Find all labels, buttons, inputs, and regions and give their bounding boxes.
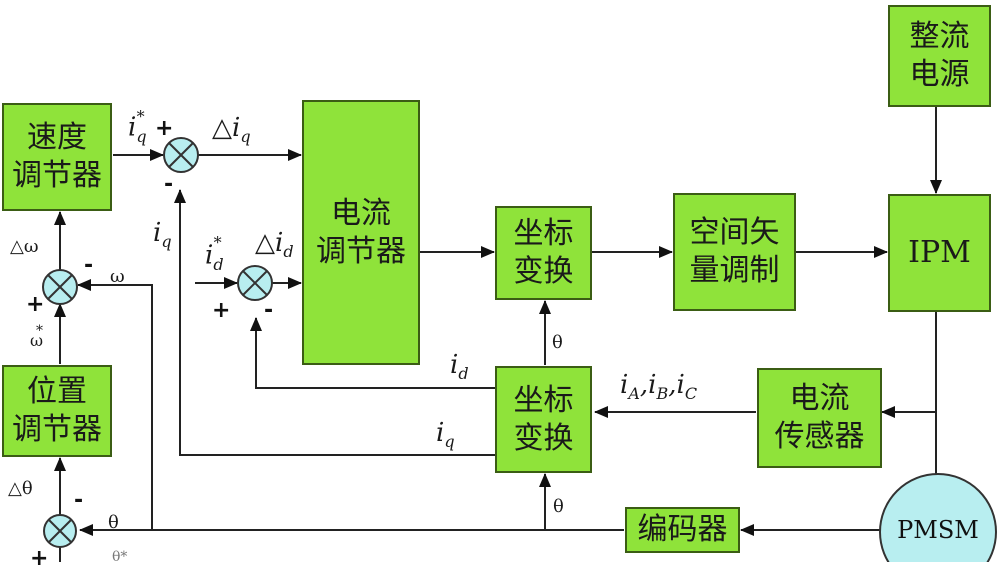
iq-feedback-label: iq <box>153 218 172 252</box>
current-regulator-label: 电流 调节器 <box>316 195 406 269</box>
position-regulator-block: 位置 调节器 <box>2 365 112 457</box>
sum1-minus-sign: - <box>164 172 174 197</box>
sum2-plus-sign: + <box>212 298 231 323</box>
edge-iq-feedback <box>174 189 496 456</box>
summing-junction-4 <box>43 514 77 548</box>
ipm-label: IPM <box>908 235 971 270</box>
coordinate-transform-top-block: 坐标 变换 <box>495 206 592 300</box>
theta-top-label: θ <box>552 332 563 353</box>
iq-ref-label: iq* <box>128 107 147 146</box>
sum4-minus-sign: - <box>74 488 84 513</box>
summing-junction-2 <box>237 265 273 301</box>
iq-output-label: iq <box>436 418 455 452</box>
theta-ref-label: θ* <box>112 549 128 565</box>
current-sensor-block: 电流 传感器 <box>757 368 882 468</box>
rectifier-block: 整流 电源 <box>888 5 991 107</box>
svpwm-label: 空间矢 量调制 <box>689 215 780 288</box>
theta-feedback-label: θ <box>108 512 119 533</box>
delta-id-label: △id <box>255 228 294 262</box>
omega-ref-star: * <box>36 323 43 339</box>
sum4-plus-sign: + <box>30 546 49 571</box>
coordinate-transform-bottom-block: 坐标 变换 <box>495 366 592 473</box>
summing-junction-3 <box>42 269 78 305</box>
delta-iq-label: △iq <box>212 113 251 147</box>
delta-theta-label: △θ <box>8 478 33 499</box>
id-ref-label: id* <box>205 233 224 274</box>
id-output-label: id <box>450 350 469 384</box>
speed-regulator-label: 速度 调节器 <box>12 120 102 193</box>
edge-id-feedback <box>250 317 496 389</box>
current-sensor-label: 电流 传感器 <box>774 381 865 454</box>
ipm-block: IPM <box>888 194 991 312</box>
coordinate-transform-bottom-label: 坐标 变换 <box>513 382 574 456</box>
sum1-plus-sign: + <box>155 116 174 141</box>
pmsm-motor <box>879 473 997 562</box>
svpwm-block: 空间矢 量调制 <box>673 193 796 311</box>
coordinate-transform-top-label: 坐标 变换 <box>513 216 574 289</box>
sum3-plus-sign: + <box>26 292 45 317</box>
delta-omega-label: △ω <box>10 236 39 257</box>
pmsm-label: PMSM <box>897 516 979 544</box>
speed-regulator-block: 速度 调节器 <box>2 103 112 211</box>
theta-encoder-label: θ <box>553 496 564 517</box>
omega-ref-label: ω <box>30 331 44 350</box>
sum2-minus-sign: - <box>264 298 274 323</box>
iabc-label: iA,iB,iC <box>620 370 698 404</box>
current-regulator-block: 电流 调节器 <box>302 100 420 365</box>
summing-junction-1 <box>163 137 199 173</box>
omega-label: ω <box>110 266 125 287</box>
encoder-block: 编码器 <box>625 507 740 553</box>
sum3-minus-sign: - <box>84 253 94 278</box>
edge-omega-feedback <box>77 279 153 530</box>
encoder-label: 编码器 <box>637 512 728 547</box>
rectifier-label: 整流 电源 <box>909 19 970 92</box>
position-regulator-label: 位置 调节器 <box>12 374 102 447</box>
